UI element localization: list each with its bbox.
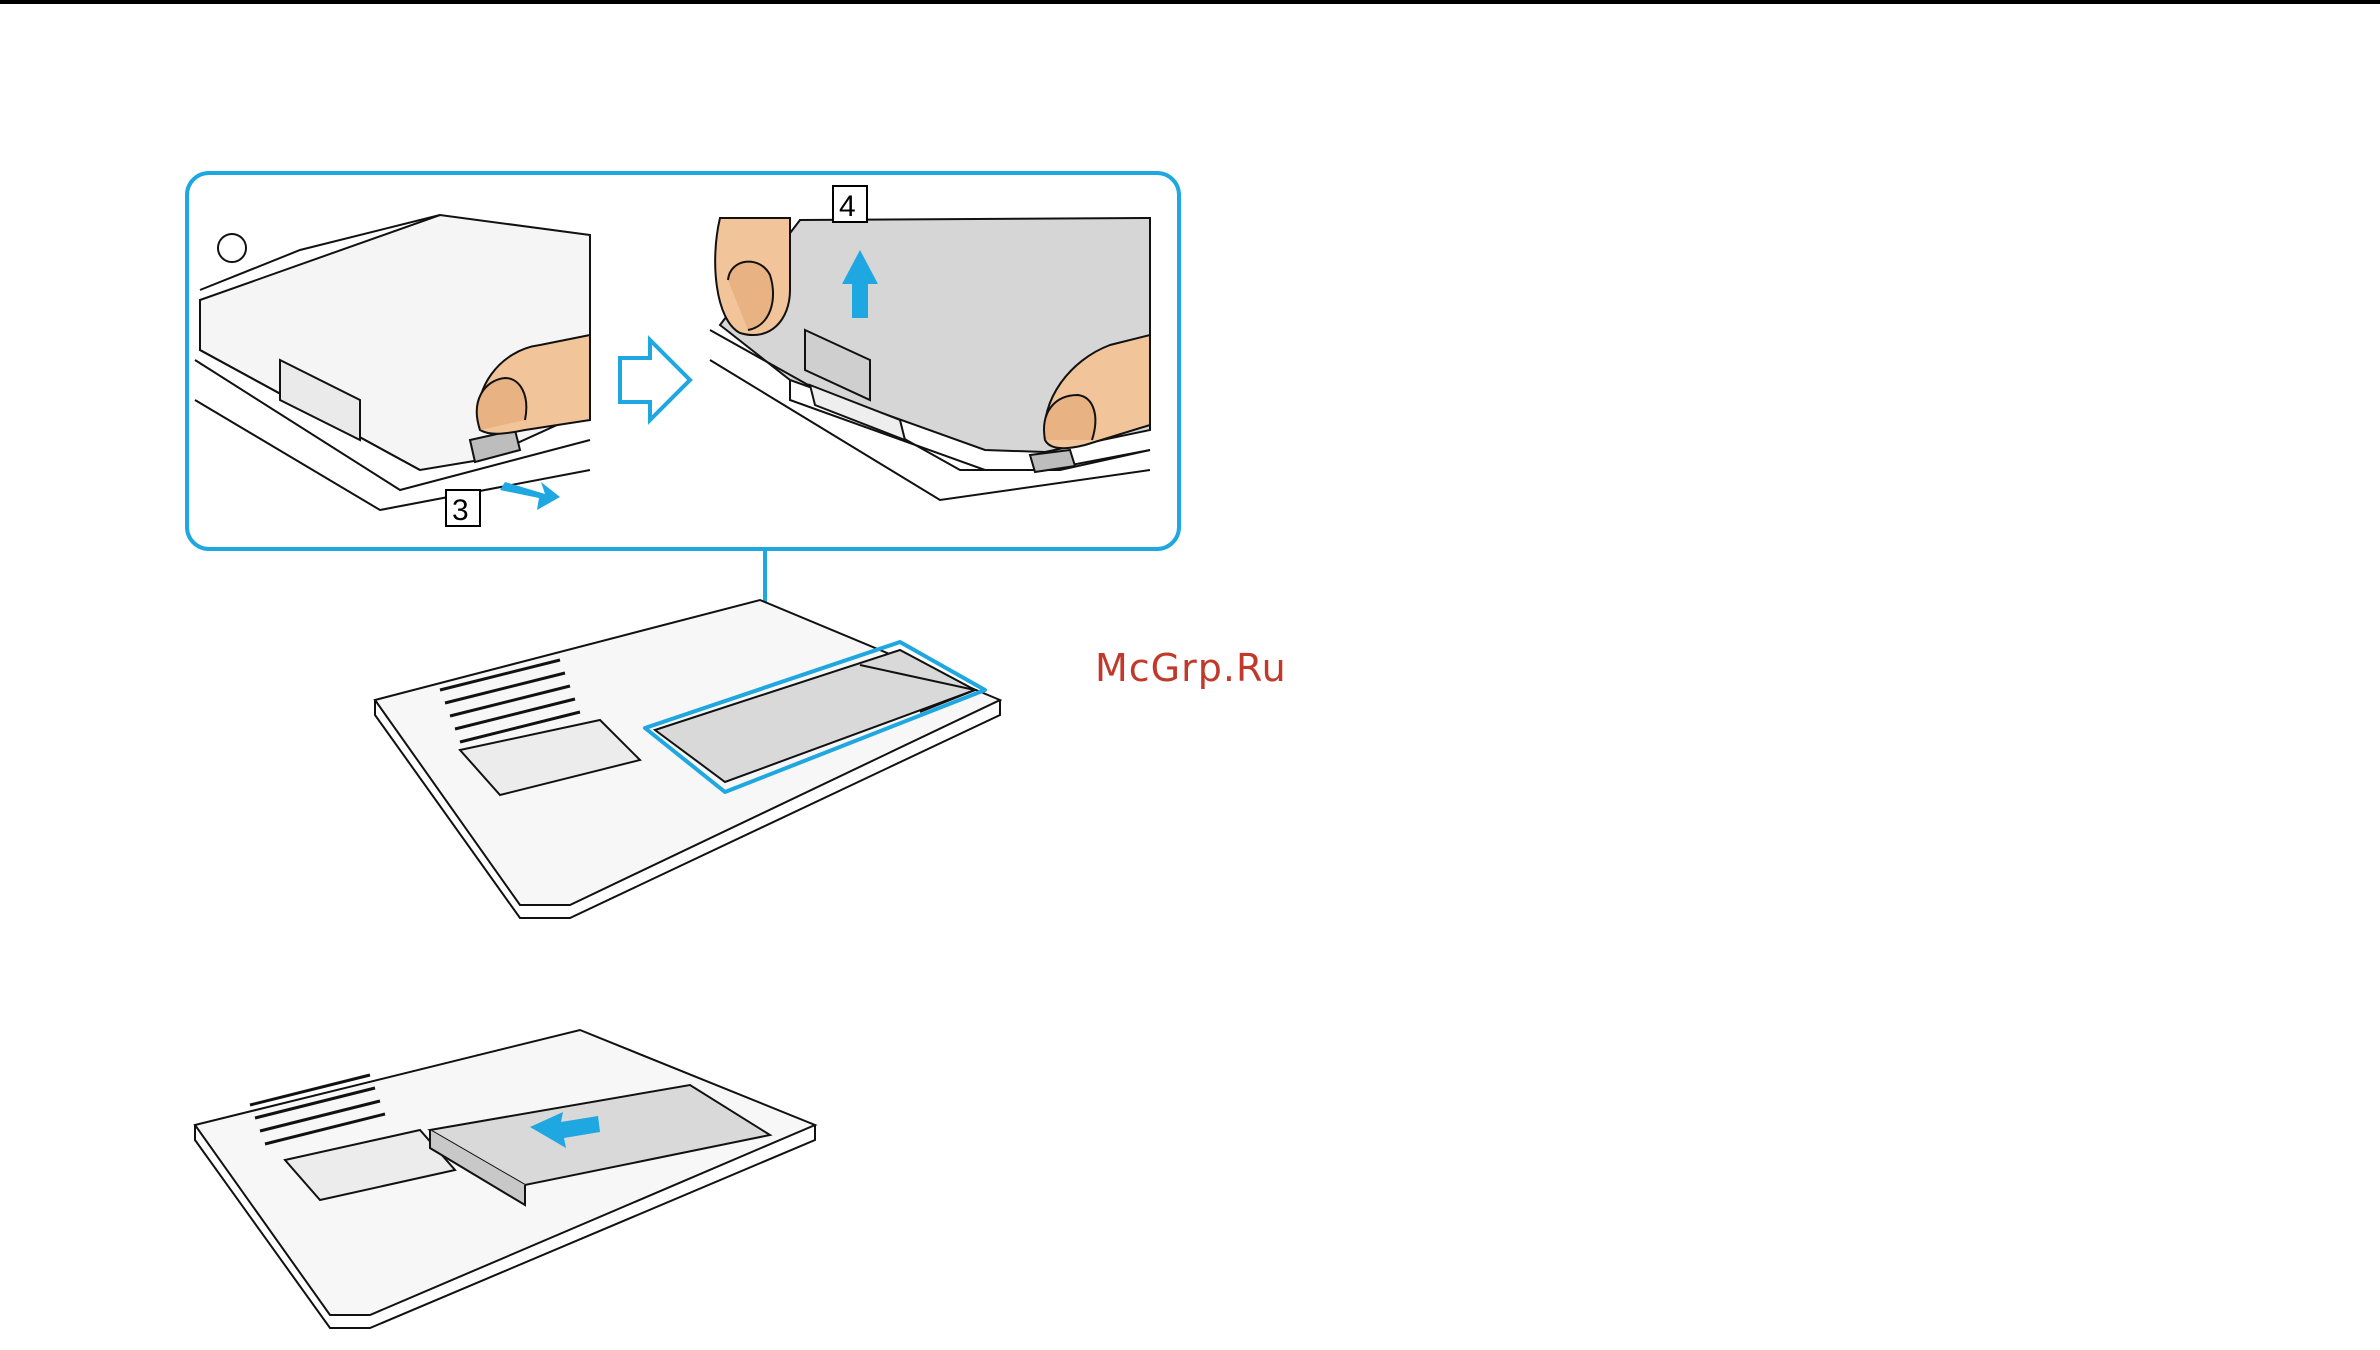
hollow-right-arrow-icon — [620, 340, 690, 420]
step-3-panel — [195, 215, 590, 510]
svg-text:3: 3 — [452, 494, 469, 527]
laptop-bottom-view-insert — [195, 1030, 815, 1328]
step-4-label: 4 — [833, 186, 867, 223]
watermark: McGrp.Ru — [1095, 646, 1287, 690]
step-3-label: 3 — [446, 490, 480, 527]
step-4-panel — [710, 218, 1150, 500]
svg-text:4: 4 — [839, 190, 856, 223]
slide-arrow-icon — [500, 482, 560, 510]
